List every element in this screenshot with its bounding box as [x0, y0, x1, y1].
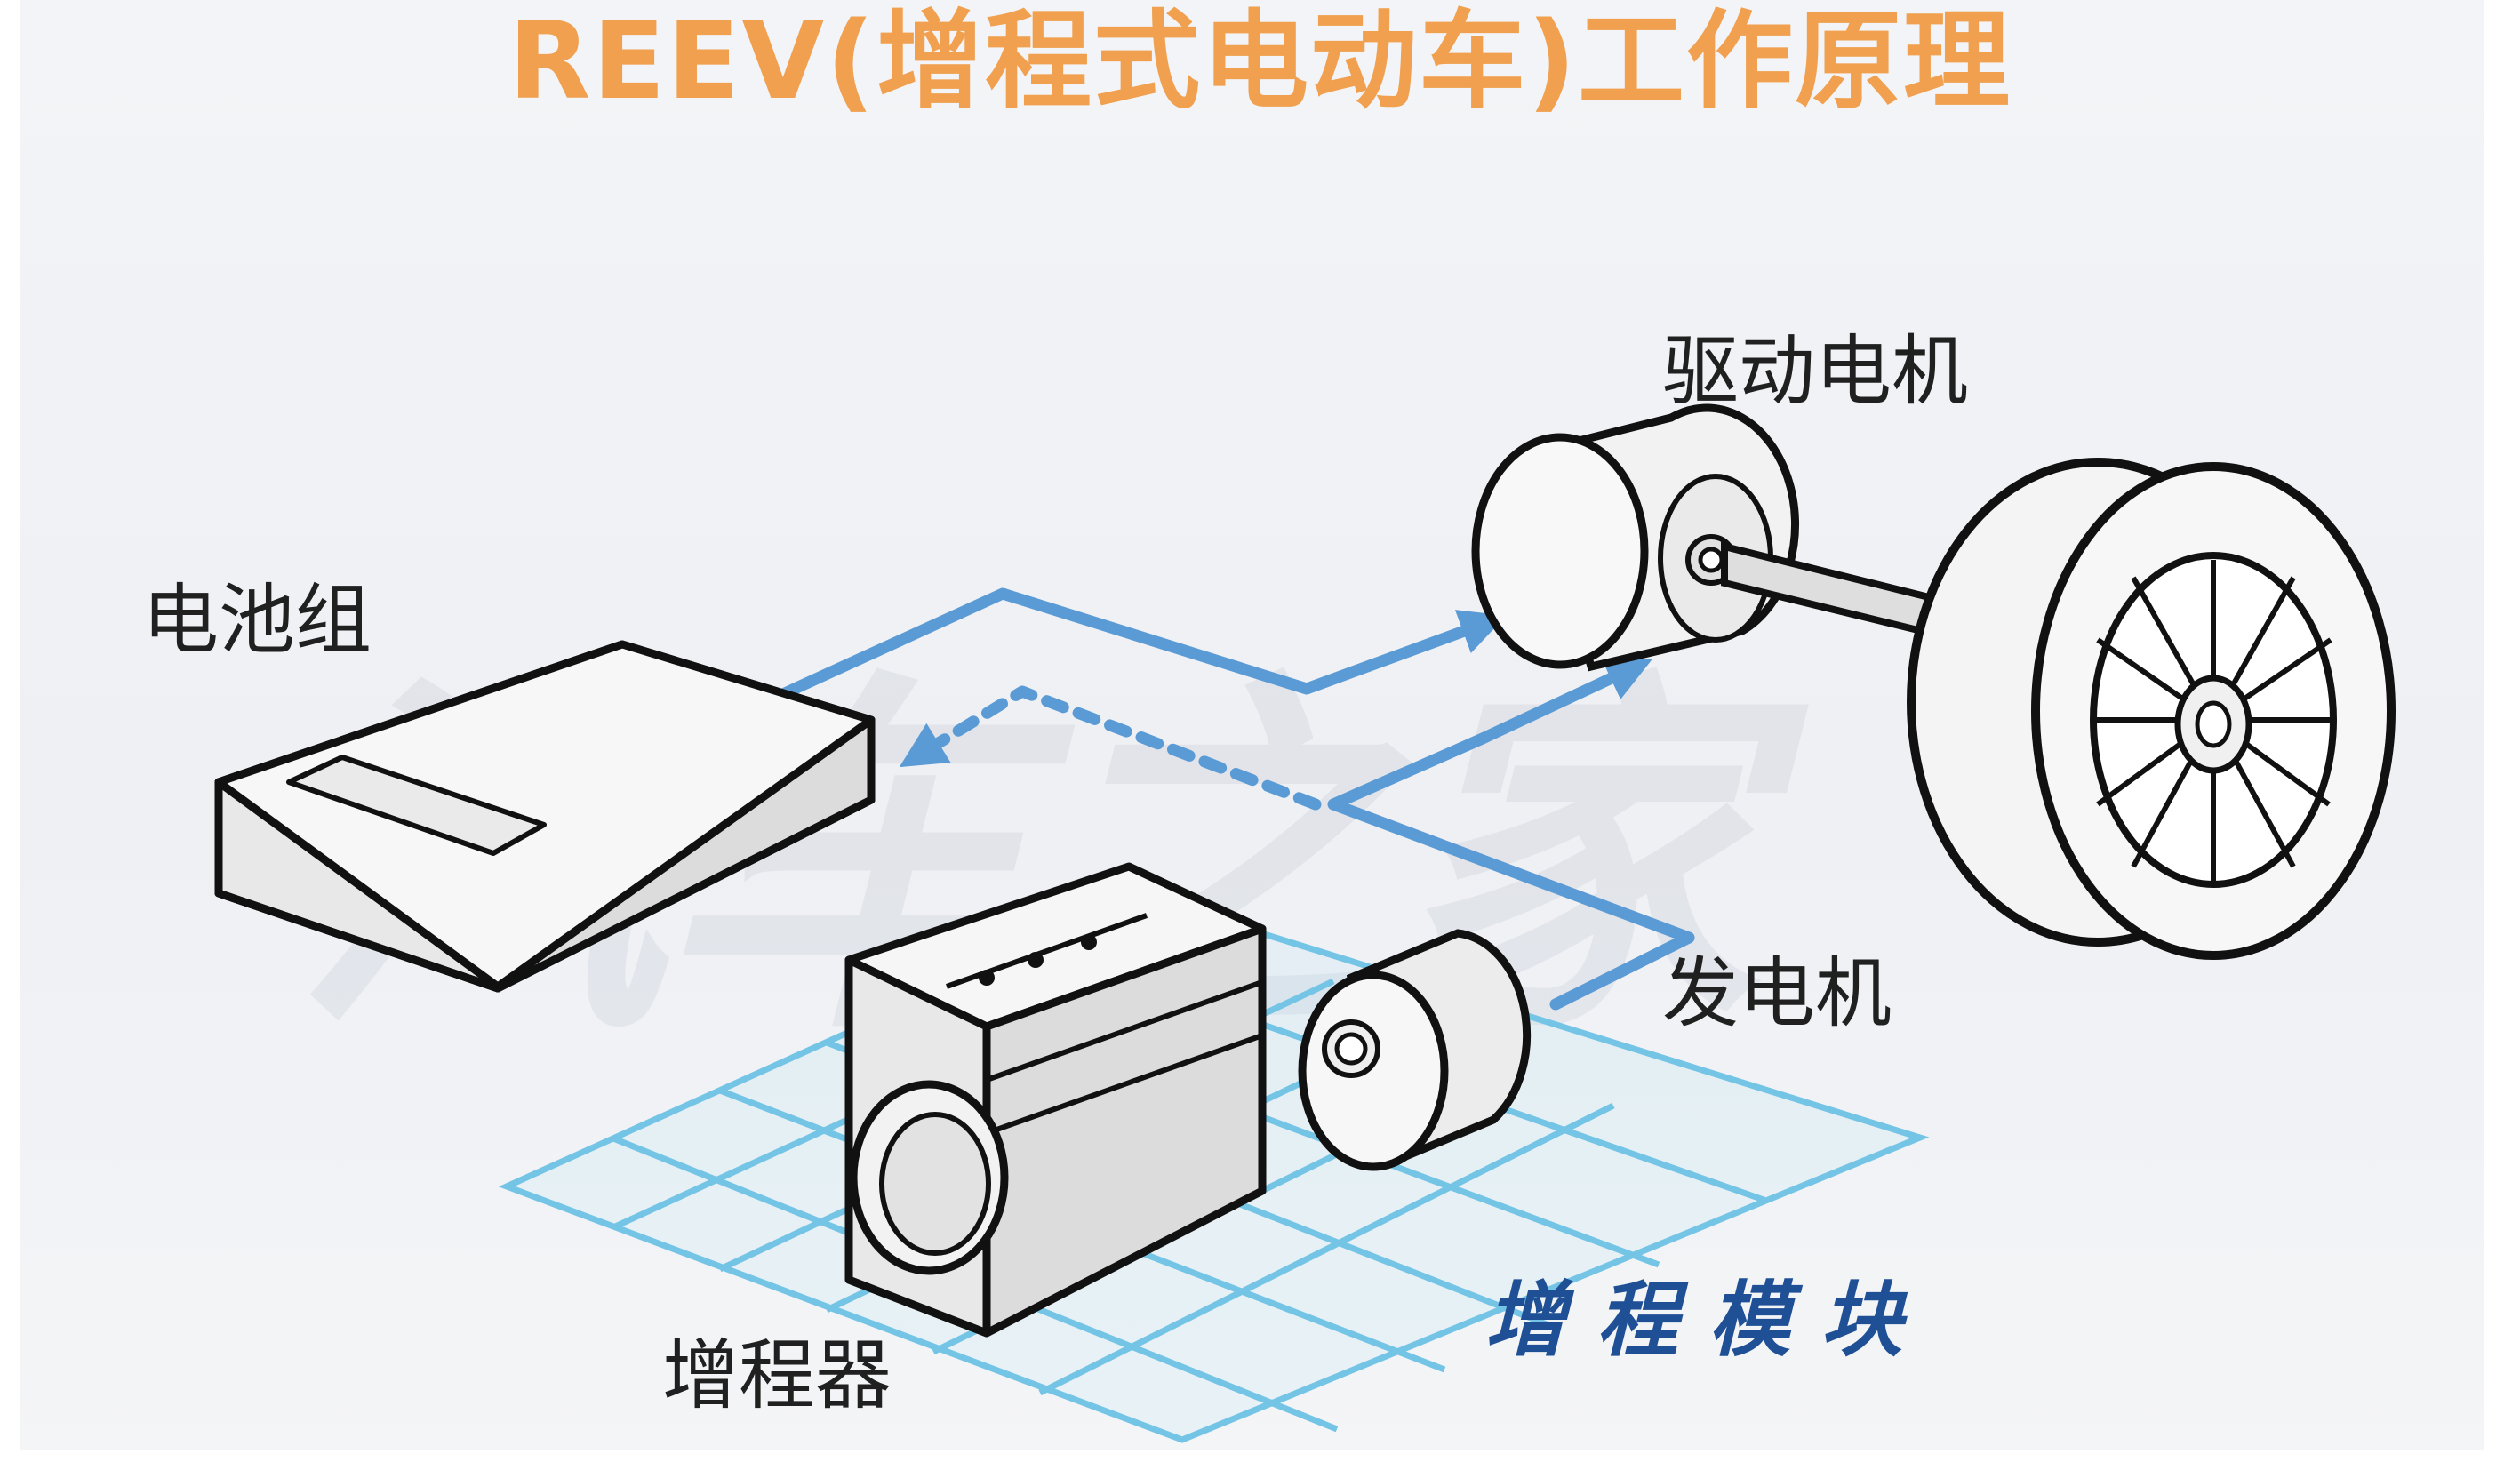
battery-pack	[214, 640, 876, 993]
label-battery: 电池组	[142, 576, 372, 665]
label-generator: 发电机	[1662, 949, 1892, 1038]
label-drive-motor: 驱动电机	[1662, 327, 1968, 416]
flow-battery-to-motor	[749, 587, 1507, 713]
wheel	[1907, 458, 2396, 960]
flow-generator-to-battery	[899, 685, 1322, 811]
label-module: 增程模块	[1484, 1273, 1933, 1368]
drive-motor-body	[1471, 403, 1800, 672]
flow-generator-link	[1549, 931, 1695, 1011]
left-margin	[0, 0, 20, 1470]
page-title: REEV(增程式电动车)工作原理	[508, 0, 2012, 124]
generator-body	[1298, 929, 1532, 1171]
energy-flow	[749, 587, 1695, 1011]
bottom-margin	[0, 1450, 2520, 1470]
right-margin	[2484, 0, 2520, 1470]
range-extender-engine	[844, 862, 1267, 1338]
label-range-extender: 增程器	[662, 1331, 892, 1420]
flow-generator-to-motor	[1327, 657, 1695, 944]
